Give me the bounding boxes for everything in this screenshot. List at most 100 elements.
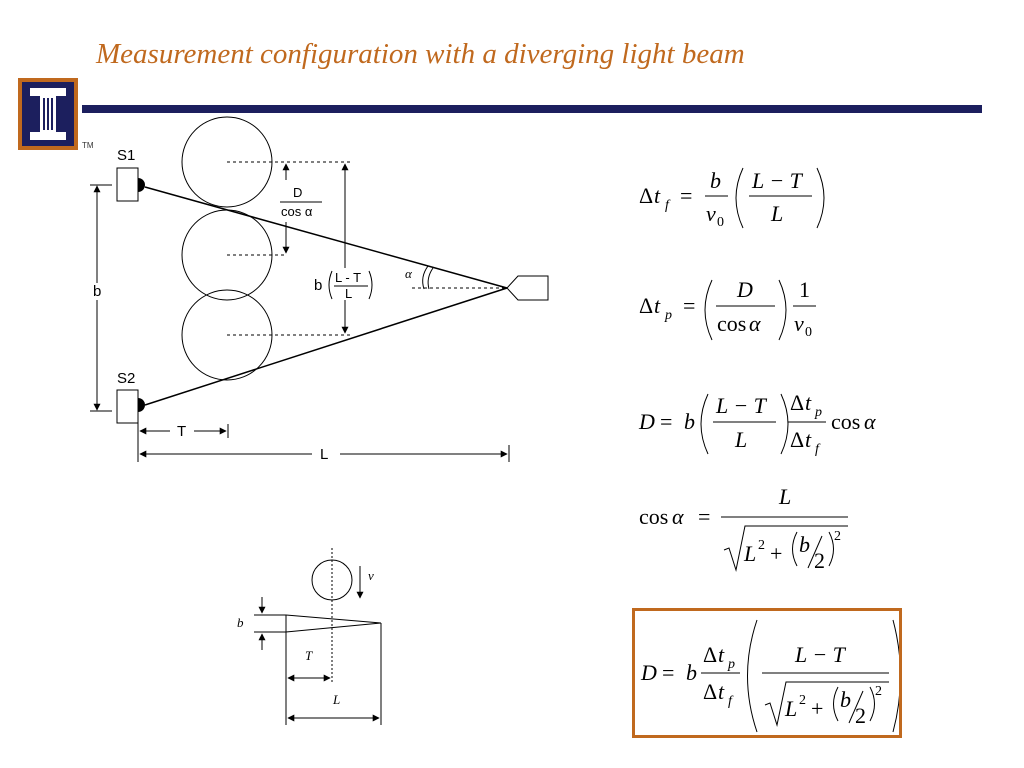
eq3-frac1-den: L <box>734 427 747 452</box>
eq5-equals: = <box>662 660 674 685</box>
eq1-paren-right <box>816 167 825 229</box>
trademark-mark: TM <box>82 141 94 150</box>
beam-line-bottom <box>144 287 508 406</box>
eq3-frac2-num-delta: Δ <box>790 390 804 415</box>
eq1-equals: = <box>680 183 692 208</box>
eq5-slash <box>848 690 864 724</box>
eq1-sub-f: f <box>665 198 671 213</box>
eq2-frac1-den-alpha: α <box>749 311 761 336</box>
eq1-t: t <box>654 183 661 208</box>
eq5-den-exp: 2 <box>875 684 882 699</box>
eq5-den-plus: + <box>811 696 823 721</box>
eq3-equals: = <box>660 409 672 434</box>
eq3-frac2-den-sub: f <box>815 442 821 457</box>
eq2-t: t <box>654 293 661 318</box>
eq1-delta: Δ <box>639 183 653 208</box>
eq4-num: L <box>778 484 791 509</box>
eq5-frac1-den-t: t <box>718 679 725 704</box>
eq5-inner-paren-right <box>869 686 875 722</box>
small-diagram: v b T L <box>237 548 382 725</box>
eq1-frac2-den: L <box>770 201 783 226</box>
eq5-den-L: L <box>784 696 797 721</box>
eq4-slash <box>807 535 823 569</box>
main-diagram: D cos α b L - T L α S1 S2 b T L <box>90 116 549 463</box>
equation-delta-tf: Δ t f = b v 0 L − T L <box>639 167 825 230</box>
eq2-equals: = <box>683 293 695 318</box>
eq3-frac2-num-sub: p <box>814 405 822 420</box>
sensor-s2-body <box>116 389 139 424</box>
eq5-inner-paren-left <box>833 686 839 722</box>
eq5-paren-left <box>747 619 758 733</box>
eq3-frac1-num: L − T <box>715 393 768 418</box>
label-alpha: α <box>405 266 413 281</box>
eq1-paren-left <box>735 167 744 229</box>
alpha-arc-inner <box>427 267 434 290</box>
eq3-tail-alpha: α <box>864 409 876 434</box>
eq3-paren-left <box>700 393 709 455</box>
eq5-den-b: b <box>840 687 851 712</box>
eq4-lhs-alpha: α <box>672 504 684 529</box>
eq5-frac1-den-sub: f <box>728 694 734 709</box>
label-b-prefix: b <box>314 277 322 294</box>
eq4-den-plus: + <box>770 541 782 566</box>
eq4-den-L-exp: 2 <box>758 538 765 553</box>
sensor-s1-body <box>116 167 139 202</box>
eq2-frac2-den-sub: 0 <box>805 325 812 340</box>
beam-line-top <box>144 186 508 289</box>
eq5-frac2-num: L − T <box>794 642 847 667</box>
label-l-minus-t: L - T <box>335 270 361 285</box>
eq5-den-2: 2 <box>855 703 866 728</box>
eq3-frac2-den-delta: Δ <box>790 427 804 452</box>
alpha-arc-outer <box>422 265 429 290</box>
label-s1: S1 <box>117 147 135 164</box>
eq2-sub-p: p <box>664 308 672 323</box>
university-logo-icon <box>18 78 78 155</box>
eq2-frac1-num: D <box>736 277 753 302</box>
eq2-frac2-num: 1 <box>799 277 810 302</box>
final-equation-box <box>632 608 902 738</box>
label-cos-alpha: cos α <box>281 204 313 219</box>
sensor-s2-lens-icon <box>138 398 145 412</box>
eq2-delta: Δ <box>639 293 653 318</box>
eq3-lhs: D <box>638 409 655 434</box>
paren-left <box>328 270 333 300</box>
small-label-b: b <box>237 615 244 630</box>
label-l-den: L <box>345 286 352 301</box>
eq5-lhs: D <box>640 660 657 685</box>
small-beam-bottom <box>285 622 382 633</box>
title-rule <box>82 105 982 113</box>
equation-delta-tp: Δ t p = D cos α 1 v 0 <box>639 277 816 341</box>
label-t: T <box>177 423 186 440</box>
eq1-frac2-num: L − T <box>751 168 804 193</box>
eq5-frac1-num-t: t <box>718 642 725 667</box>
small-label-l: L <box>332 692 340 707</box>
eq1-num-b: b <box>710 168 721 193</box>
eq2-frac1-den-cos: cos <box>717 311 746 336</box>
eq5-den-L-exp: 2 <box>799 693 806 708</box>
label-s2: S2 <box>117 370 135 387</box>
label-d: D <box>293 185 302 200</box>
eq5-frac1-num-sub: p <box>727 657 735 672</box>
small-beam-top <box>285 614 382 624</box>
label-b: b <box>93 283 101 300</box>
eq5-frac1-den-delta: Δ <box>703 679 717 704</box>
equation-d-general: D = b L − T L Δ t p Δ t f cos α <box>638 390 876 457</box>
small-label-v: v <box>368 568 374 583</box>
eq5-frac1-num-delta: Δ <box>703 642 717 667</box>
small-label-t: T <box>305 648 313 663</box>
eq3-frac2-den-t: t <box>805 427 812 452</box>
eq3-frac2-num-t: t <box>805 390 812 415</box>
eq5-coef: b <box>686 660 697 685</box>
eq2-paren-right <box>778 279 787 341</box>
eq4-den-b: b <box>799 532 810 557</box>
label-l: L <box>320 446 328 463</box>
eq2-frac2-den-v: v <box>794 311 804 336</box>
eq3-tail-cos: cos <box>831 409 860 434</box>
eq4-lhs-cos: cos <box>639 504 668 529</box>
eq5-sqrt-sign <box>764 681 889 727</box>
eq4-equals: = <box>698 504 710 529</box>
eq1-den-v: v <box>706 201 716 226</box>
eq4-paren-left <box>792 531 798 567</box>
eq3-paren-right <box>780 393 789 455</box>
